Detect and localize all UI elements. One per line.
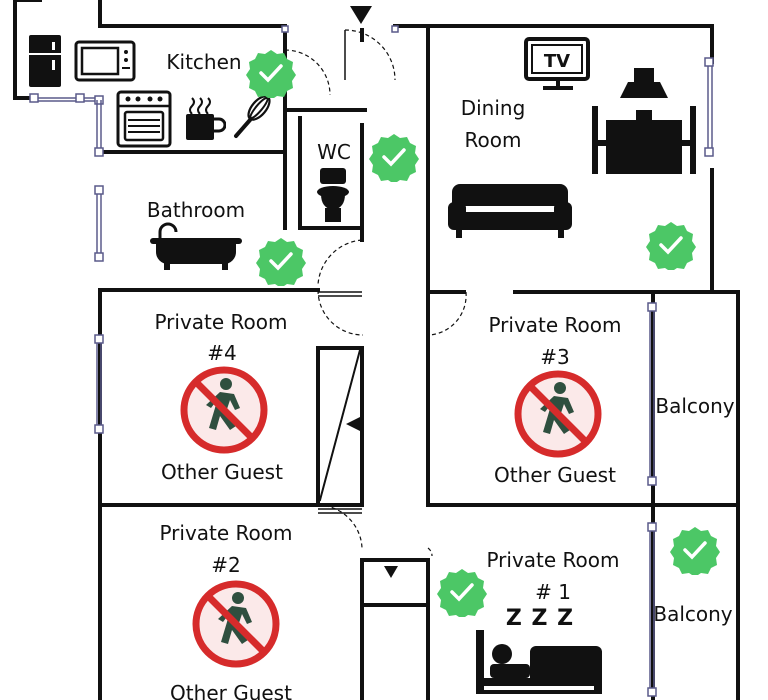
stove-icon — [116, 90, 172, 148]
dining-table-icon — [592, 68, 696, 174]
room3-title: Private Room — [488, 313, 622, 337]
microwave-icon — [74, 40, 136, 82]
sleeping-bed-icon — [476, 630, 602, 694]
available-badge-wc — [369, 134, 419, 182]
stair-arrow-icon — [346, 416, 362, 432]
room3-status: Other Guest — [494, 463, 616, 487]
room2-status: Other Guest — [170, 681, 292, 700]
toilet-icon — [317, 168, 349, 222]
room2-title: Private Room — [159, 521, 293, 545]
no-entry-person-icon — [514, 370, 602, 458]
room3-number: #3 — [540, 345, 570, 369]
stair-down-arrow-icon — [384, 566, 398, 578]
room4-number: #4 — [207, 341, 237, 365]
available-badge-room1 — [437, 569, 487, 617]
entrance-arrow-icon — [350, 6, 372, 24]
room4-status: Other Guest — [161, 460, 283, 484]
room-label-kitchen: Kitchen — [166, 50, 242, 74]
room1-title: Private Room — [486, 548, 620, 572]
room-label-bathroom: Bathroom — [146, 198, 246, 222]
tv-icon — [524, 37, 590, 90]
whisk-icon — [234, 95, 271, 138]
room2-number: #2 — [211, 553, 241, 577]
balcony-upper-label: Balcony — [655, 394, 735, 418]
bathtub-icon — [150, 222, 242, 270]
room-label-wc: WC — [317, 140, 351, 164]
no-entry-person-icon — [192, 580, 280, 668]
sofa-icon — [448, 184, 572, 238]
available-badge-kitchen — [246, 50, 296, 98]
room-label-dining-1: Dining — [460, 96, 526, 120]
no-entry-person-icon — [180, 366, 268, 454]
available-badge-dining — [646, 222, 696, 270]
room4-title: Private Room — [154, 310, 288, 334]
sleep-text: Z Z Z — [505, 606, 575, 631]
available-badge-bathroom — [256, 238, 306, 286]
available-badge-balcony — [670, 527, 720, 575]
room-label-dining-2: Room — [464, 128, 522, 152]
room1-number: # 1 — [535, 580, 571, 604]
tv-label: TV — [543, 51, 571, 72]
coffee-mug-icon — [186, 97, 226, 140]
fridge-icon — [29, 35, 61, 87]
balcony-lower-label: Balcony — [653, 602, 733, 626]
